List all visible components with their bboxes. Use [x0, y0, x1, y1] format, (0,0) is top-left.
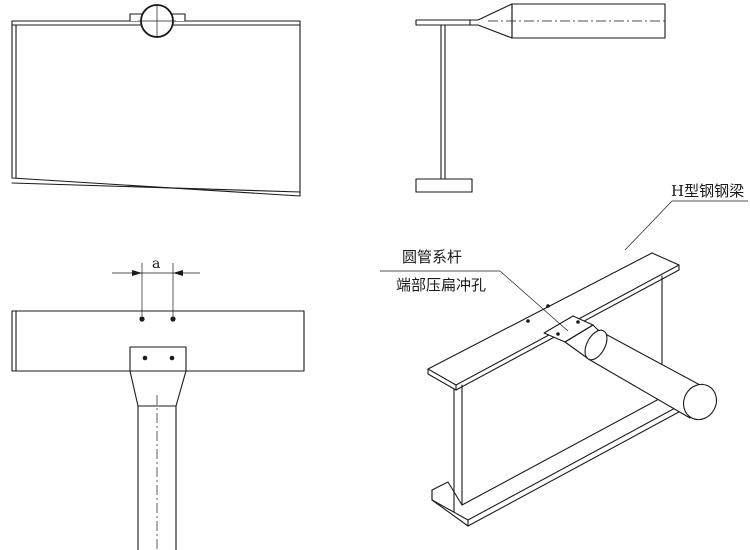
bolt-hole [170, 316, 176, 322]
round-tube [584, 329, 718, 421]
beam-label: H型钢钢梁 [671, 182, 744, 200]
web [453, 275, 663, 513]
view-beam-section [415, 3, 666, 193]
bolt-hole [139, 316, 145, 322]
dimension-a: a [112, 256, 200, 316]
tube-label-line1: 圆管系杆 [402, 248, 462, 266]
bolt-hole [546, 304, 550, 308]
bolt-hole [142, 355, 148, 361]
leader-lines [380, 200, 748, 332]
dimension-label: a [152, 256, 160, 272]
view-isometric [380, 200, 748, 527]
view-plan-with-holes: a [11, 256, 305, 550]
bottom-flange [431, 391, 691, 527]
bolt-hole [169, 355, 175, 361]
bolt-hole [526, 319, 530, 323]
view-beam-elevation [11, 4, 301, 197]
tube-end-section [129, 4, 186, 38]
tube-label-line2: 端部压扁冲孔 [396, 276, 486, 294]
